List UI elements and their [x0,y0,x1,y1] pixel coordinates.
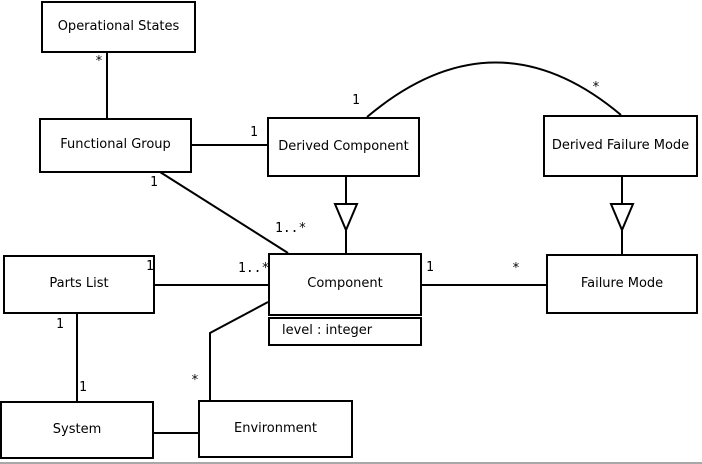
class-attribute-compartment-component: level : integer [268,317,422,346]
multiplicity-label: 1 [352,93,360,108]
class-box-system: System [0,401,154,459]
multiplicity-label: 1 [250,125,258,140]
association-functional-group-component [159,171,289,254]
class-label-operational-states: Operational States [57,18,180,34]
attribute-label-level: level : integer [282,323,373,339]
multiplicity-label: 1 [426,260,434,275]
class-label-failure-mode: Failure Mode [580,275,664,291]
multiplicity-label: * [95,54,103,69]
class-box-environment: Environment [198,400,353,458]
multiplicity-label: 1..* [238,261,270,276]
multiplicity-label: 1 [150,175,158,190]
class-label-derived-component: Derived Component [278,138,409,154]
class-box-parts-list: Parts List [3,255,155,314]
class-box-failure-mode: Failure Mode [546,254,698,314]
class-label-parts-list: Parts List [49,276,109,292]
class-label-system: System [52,421,102,437]
multiplicity-label: 1 [146,259,154,274]
class-label-derived-failure-mode: Derived Failure Mode [551,137,690,153]
class-box-functional-group: Functional Group [39,118,192,173]
multiplicity-label: * [512,261,520,276]
class-label-functional-group: Functional Group [60,137,171,153]
class-box-derived-component: Derived Component [267,117,420,177]
class-label-component: Component [307,276,383,292]
class-box-component: Component [268,253,422,316]
generalization-arrowhead-derived-failure-mode [609,203,635,233]
multiplicity-label: * [191,373,199,388]
class-box-operational-states: Operational States [41,1,196,53]
multiplicity-label: 1 [79,380,87,395]
class-box-derived-failure-mode: Derived Failure Mode [543,115,698,177]
multiplicity-label: 1 [56,317,64,332]
generalization-arrowhead-derived-component [333,203,359,233]
association-arc-derived-component-derived-failure-mode [366,61,622,118]
association-environment-component [209,301,269,400]
multiplicity-label: 1..* [275,221,307,236]
multiplicity-label: * [592,80,600,95]
class-label-environment: Environment [233,420,317,436]
